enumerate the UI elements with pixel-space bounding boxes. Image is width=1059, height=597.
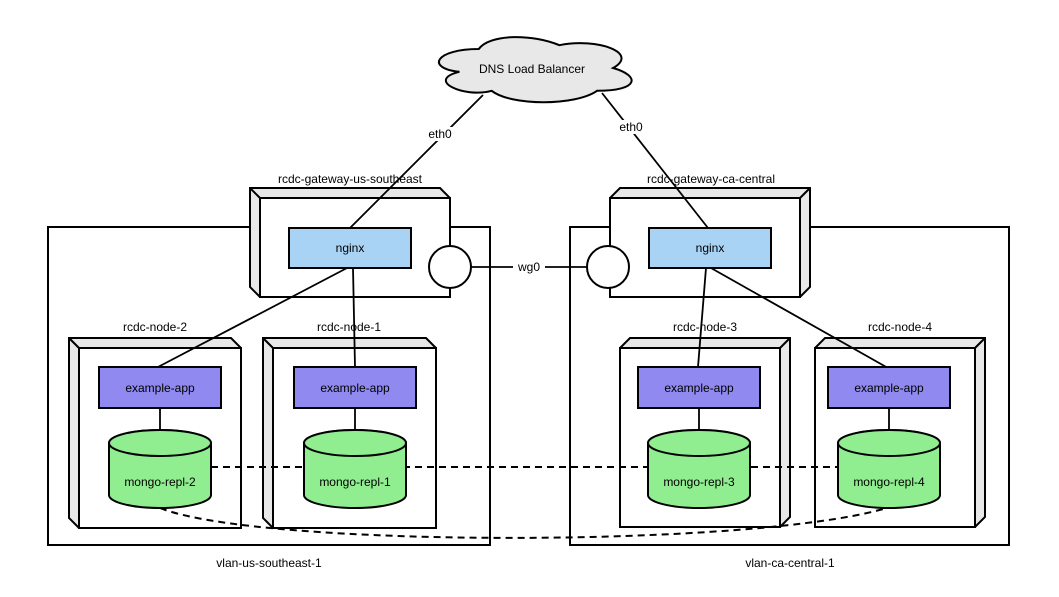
app-label-node-4: example-app	[854, 381, 924, 395]
app-box-node-1	[293, 366, 417, 409]
eth0-right-label: eth0	[619, 120, 643, 134]
gateway-right-corner-edge	[799, 187, 811, 199]
db-3-rim	[647, 429, 751, 457]
node-1-label: rcdc-node-1	[317, 320, 381, 334]
db-4-rim	[837, 429, 941, 457]
edge-label-eth0-right: eth0	[614, 120, 647, 134]
db-label-node-2: mongo-repl-2	[124, 475, 196, 489]
edge-nginx-left-to-app-node1	[352, 267, 356, 368]
nginx-left-label: nginx	[336, 241, 365, 255]
node-3-label: rcdc-node-3	[673, 320, 737, 334]
edge-nginx-right-to-app-node4	[710, 267, 889, 369]
db-2-rim	[108, 429, 212, 457]
cloud-shape	[437, 36, 633, 104]
app-label-node-2: example-app	[125, 381, 195, 395]
edge-label-wg0: wg0	[513, 260, 545, 274]
db-cylinder-node-4	[837, 429, 941, 509]
app-box-node-2	[98, 366, 222, 409]
dns-cloud	[437, 36, 633, 104]
nginx-box-left	[288, 227, 412, 269]
node-3-corner-edge	[779, 337, 791, 349]
node-4-label: rcdc-node-4	[868, 320, 932, 334]
db-cylinder-node-2	[108, 429, 212, 509]
eth0-left-label-bg	[423, 127, 456, 141]
cloud-label: DNS Load Balancer	[479, 62, 585, 76]
app-label-node-3: example-app	[664, 381, 734, 395]
app-box-node-3	[637, 366, 761, 409]
db-label-node-1: mongo-repl-1	[319, 475, 391, 489]
app-box-node-4	[827, 366, 951, 409]
node-2-corner-edge	[68, 337, 80, 349]
gateway-right-label: rcdc-gateway-ca-central	[647, 172, 775, 186]
eth0-left-label: eth0	[428, 127, 452, 141]
wg0-label: wg0	[517, 260, 540, 274]
node-1-corner-edge	[262, 337, 274, 349]
edge-nginx-left-to-app-node2	[157, 267, 348, 368]
vlan-left-label: vlan-us-southeast-1	[216, 556, 322, 570]
gateway-left-label: rcdc-gateway-us-southeast	[278, 172, 423, 186]
vlan-right-label: vlan-ca-central-1	[745, 556, 835, 570]
db-1-rim	[303, 429, 407, 457]
wg0-interface-circle-left	[428, 245, 472, 289]
eth0-right-label-bg	[614, 120, 647, 134]
gateway-left-corner-edge	[249, 187, 261, 199]
nginx-box-right	[648, 227, 772, 269]
db-cylinder-node-3	[647, 429, 751, 509]
edge-cloud-to-nginx-right	[601, 92, 709, 229]
db-cylinder-node-1	[303, 429, 407, 509]
edge-cloud-to-nginx-left	[349, 94, 484, 229]
app-label-node-1: example-app	[320, 381, 390, 395]
db-label-node-4: mongo-repl-4	[853, 475, 925, 489]
node-2-label: rcdc-node-2	[123, 320, 187, 334]
edge-nginx-right-to-app-node3	[697, 267, 707, 368]
nginx-right-label: nginx	[696, 241, 725, 255]
wg0-interface-circle-right	[586, 245, 630, 289]
node-4-corner-edge	[974, 337, 986, 349]
wg0-label-bg	[513, 260, 545, 274]
edge-label-eth0-left: eth0	[423, 127, 456, 141]
db-label-node-3: mongo-repl-3	[663, 475, 735, 489]
